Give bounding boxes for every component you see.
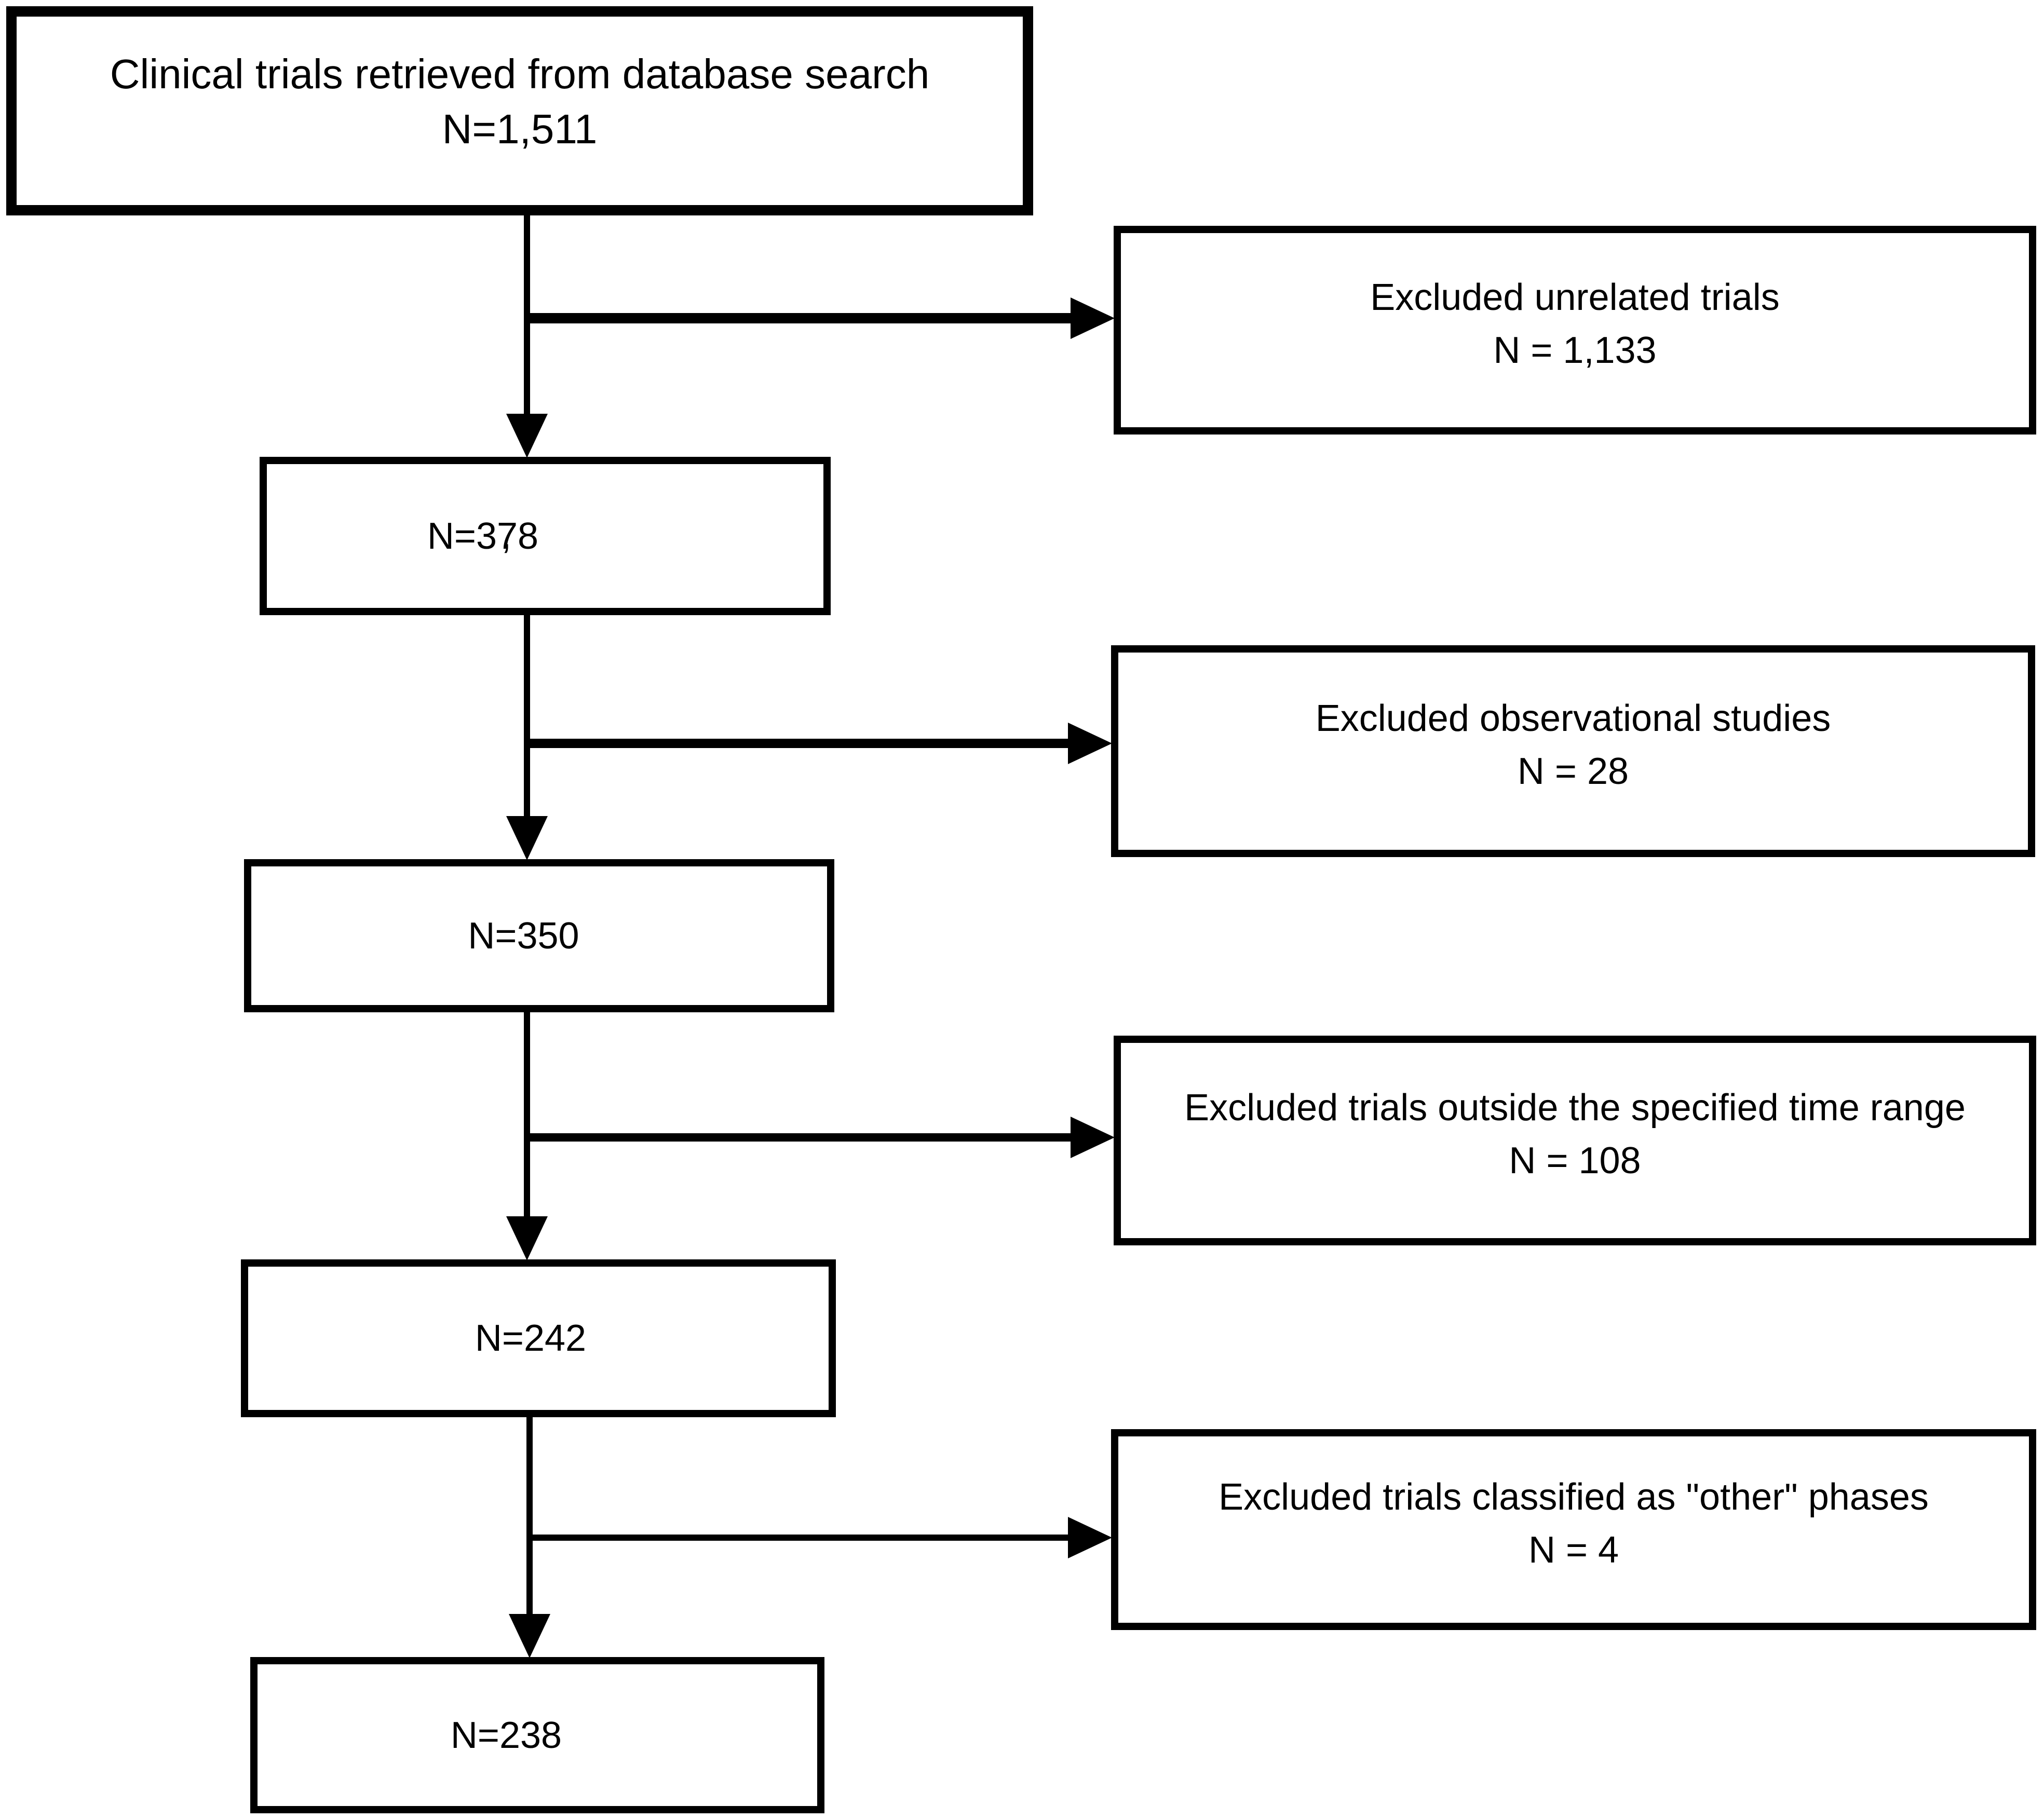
- flow-box-n238: N=238: [250, 1657, 824, 1813]
- exclusion-box-unrelated-trials: Excluded unrelated trials N = 1,133: [1114, 226, 2036, 435]
- branch-line-1: [527, 313, 1072, 323]
- branch-line-3: [527, 1133, 1072, 1142]
- exclusion-box-time-range-text: Excluded trials outside the specified ti…: [1121, 1081, 2029, 1187]
- exclusion-reason: Excluded trials classified as "other" ph…: [1219, 1476, 1929, 1518]
- connector-line-3: [524, 1012, 530, 1220]
- flow-box-n350-label: N=350: [468, 915, 579, 957]
- source-box: Clinical trials retrieved from database …: [6, 6, 1033, 215]
- arrowhead-right-3: [1071, 1117, 1115, 1158]
- exclusion-box-observational-studies-text: Excluded observational studies N = 28: [1118, 692, 2028, 798]
- arrowhead-down-1: [506, 414, 548, 458]
- flow-box-n242-label: N=242: [475, 1318, 587, 1359]
- connector-line-4: [526, 1417, 533, 1620]
- arrowhead-right-4: [1068, 1517, 1112, 1558]
- exclusion-count: N = 1,133: [1493, 330, 1657, 371]
- source-box-line1: Clinical trials retrieved from database …: [110, 50, 930, 97]
- flow-box-n378-label: N=378: [427, 515, 539, 557]
- exclusion-box-unrelated-trials-text: Excluded unrelated trials N = 1,133: [1121, 271, 2029, 377]
- exclusion-count: N = 28: [1517, 751, 1629, 792]
- flow-box-n378: N=378: [260, 457, 831, 615]
- exclusion-reason: Excluded trials outside the specified ti…: [1184, 1087, 1966, 1129]
- branch-line-2: [527, 739, 1070, 748]
- exclusion-box-observational-studies: Excluded observational studies N = 28: [1111, 645, 2035, 857]
- connector-line-2: [524, 615, 530, 820]
- arrowhead-down-2: [506, 816, 548, 860]
- exclusion-count: N = 108: [1509, 1140, 1641, 1182]
- arrowhead-down-3: [506, 1216, 548, 1260]
- exclusion-reason: Excluded observational studies: [1315, 698, 1831, 739]
- exclusion-reason: Excluded unrelated trials: [1370, 277, 1780, 318]
- source-box-text: Clinical trials retrieved from database …: [110, 47, 929, 157]
- source-box-count: N=1,511: [442, 105, 598, 152]
- exclusion-box-other-phases-text: Excluded trials classified as "other" ph…: [1118, 1471, 2029, 1577]
- exclusion-count: N = 4: [1528, 1529, 1619, 1571]
- stray-comma-mark: ,: [501, 515, 512, 556]
- exclusion-box-time-range: Excluded trials outside the specified ti…: [1114, 1036, 2036, 1245]
- arrowhead-right-2: [1068, 723, 1112, 764]
- arrowhead-right-1: [1071, 297, 1115, 339]
- exclusion-box-other-phases: Excluded trials classified as "other" ph…: [1111, 1429, 2036, 1630]
- branch-line-4: [530, 1535, 1070, 1541]
- flow-box-n350: N=350: [244, 859, 834, 1012]
- arrowhead-down-4: [509, 1614, 550, 1658]
- flow-box-n242: N=242: [241, 1259, 836, 1417]
- flow-box-n238-label: N=238: [450, 1714, 562, 1756]
